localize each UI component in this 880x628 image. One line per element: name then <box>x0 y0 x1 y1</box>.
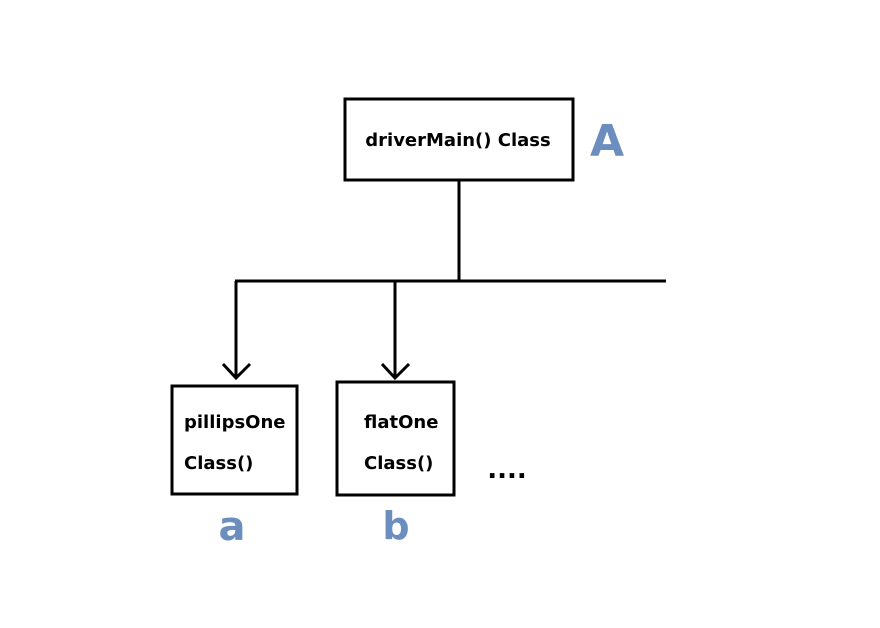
more-classes-ellipsis: .... <box>487 455 527 485</box>
child-class-b-box <box>335 380 456 497</box>
child-class-a-line1: pillipsOne <box>184 412 286 433</box>
child-class-a-line2: Class() <box>184 453 253 474</box>
arrowhead-b <box>380 362 411 381</box>
child-class-a-box <box>170 384 299 496</box>
child-class-b-node: flatOne Class() <box>335 380 456 497</box>
main-class-box <box>343 97 575 182</box>
main-class-label: driverMain() Class <box>365 130 550 151</box>
child-class-b-line2: Class() <box>364 453 433 474</box>
arrowhead-a <box>221 362 252 381</box>
main-class-node: driverMain() Class <box>343 97 575 182</box>
child-class-b-line1: flatOne <box>364 412 438 433</box>
child-class-b-letter: b <box>382 504 409 548</box>
main-class-letter: A <box>590 116 624 167</box>
hierarchy-connectors <box>221 180 666 381</box>
child-class-a-letter: a <box>219 504 246 550</box>
child-class-a-node: pillipsOne Class() <box>170 384 299 496</box>
